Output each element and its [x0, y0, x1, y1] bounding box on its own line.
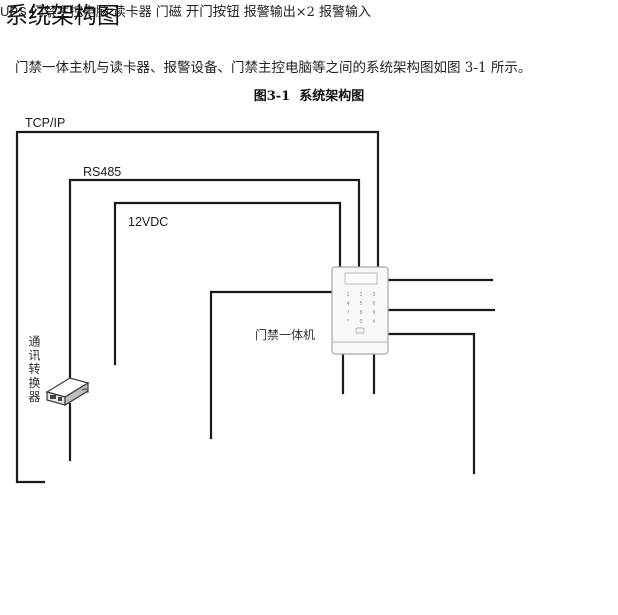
intro-paragraph: 门禁一体主机与读卡器、报警设备、门禁主控电脑等之间的系统架构图如图 3-1 所示… [15, 60, 532, 76]
label-exit-button: 开门按钮 [185, 4, 240, 20]
wire-rs485 [68, 178, 361, 382]
label-ups: UPS [0, 4, 27, 19]
communication-converter-icon [45, 377, 90, 407]
wire-card-reader [209, 290, 334, 440]
label-tcp-ip: TCP/IP [25, 116, 65, 130]
label-12vdc: 12VDC [128, 215, 168, 229]
controller-keypad-key: 0 [360, 319, 363, 325]
label-rs485: RS485 [83, 165, 121, 179]
figure-caption: 图3-1 系统架构图 [253, 89, 365, 104]
controller-keypad-key: 4 [347, 301, 350, 307]
controller-keypad-key: 6 [373, 301, 376, 307]
controller-keypad-key: * [347, 319, 349, 325]
label-alarm-input: 报警输入 [318, 5, 371, 20]
controller-keypad-key: 1 [347, 292, 350, 298]
label-alarm-output: 报警输出×2 [243, 5, 315, 20]
label-door-sensor: 门磁 [155, 5, 182, 20]
continuation-dot: 报警输出×2 报警输入 通讯转换器 [27, 3, 371, 404]
wire-12vdc [113, 201, 342, 366]
label-converter: 通讯转换器 [27, 335, 41, 404]
continuation-dot: 报警输出×2 报警输入 通讯转换器 [27, 3, 371, 404]
controller-keypad-key: 8 [360, 310, 363, 316]
page-heading: 系统架构图 [5, 3, 120, 29]
wire-tcp-ip [15, 130, 380, 484]
label-controller: 门禁一体机 [255, 327, 315, 342]
controller-keypad-key: # [373, 319, 376, 325]
access-controller-icon: 1 2 3 4 5 6 7 8 9 * 0 # [331, 266, 389, 355]
controller-keypad-key: 7 [347, 310, 350, 316]
controller-keypad-key: 9 [373, 310, 376, 316]
label-host-pc: 门禁主控电脑 [30, 5, 109, 20]
controller-keypad-key: 2 [360, 292, 363, 298]
label-card-reader: 读卡器 [112, 5, 152, 20]
controller-display [344, 272, 378, 285]
controller-keypad: 1 2 3 4 5 6 7 8 9 * 0 # [347, 292, 376, 325]
controller-keypad-key: 5 [360, 301, 363, 307]
wire-exit-button [386, 332, 476, 475]
card-symbol-icon [355, 327, 365, 334]
controller-keypad-key: 3 [373, 292, 376, 298]
